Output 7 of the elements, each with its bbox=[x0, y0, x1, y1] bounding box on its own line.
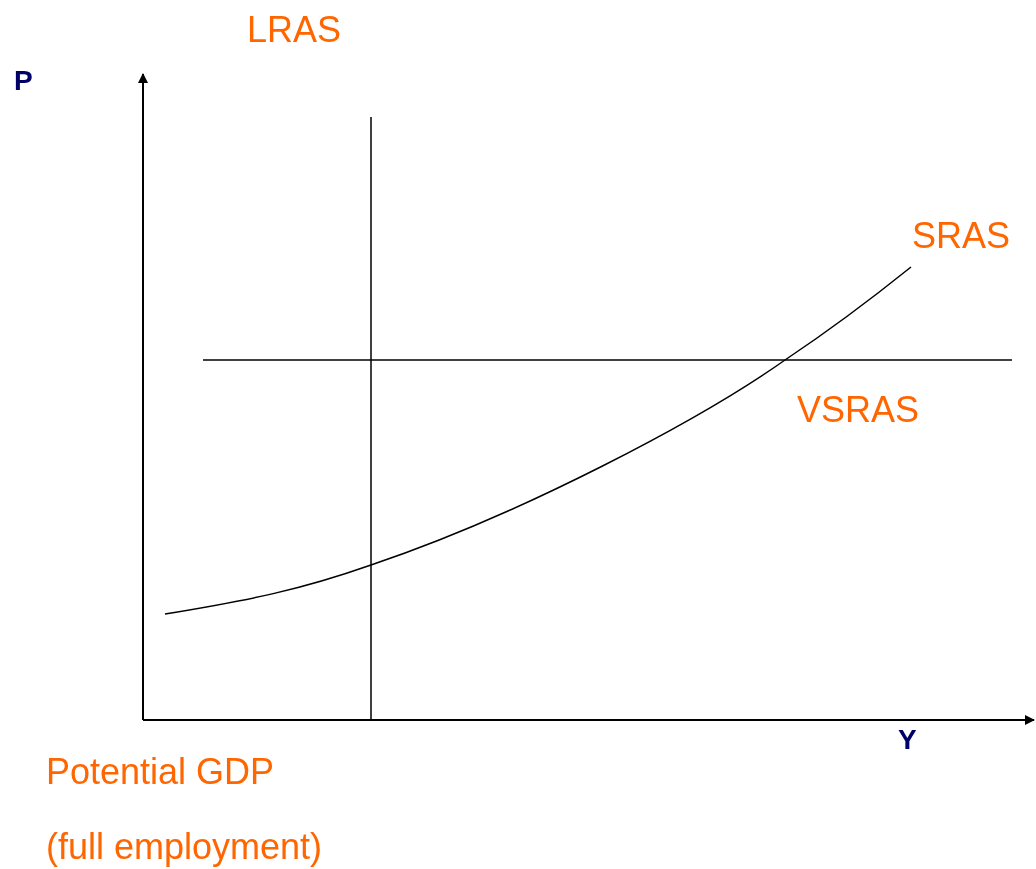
curve-label: LRAS bbox=[247, 12, 342, 48]
axis-label: Y bbox=[898, 726, 917, 754]
curve-label: SRAS bbox=[912, 218, 1011, 254]
axis-label: P bbox=[14, 67, 33, 95]
curve-label: VSRAS bbox=[797, 392, 920, 428]
annotation-text: Potential GDP bbox=[46, 754, 275, 790]
annotation-text: (full employment) bbox=[46, 829, 323, 865]
